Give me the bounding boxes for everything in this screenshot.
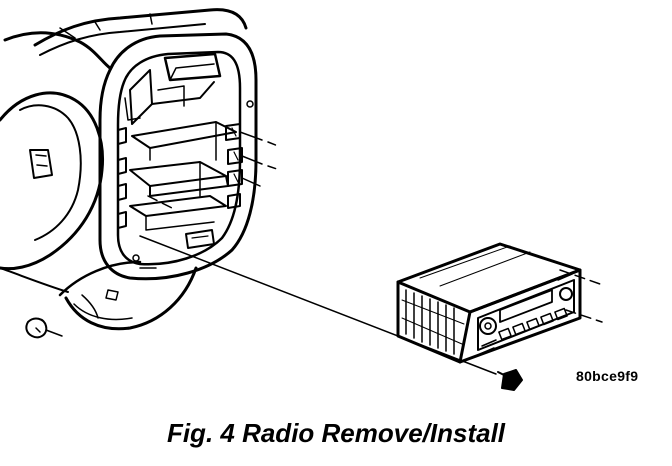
radio-unit (396, 242, 582, 364)
alignment-lines (139, 131, 603, 375)
dash-panel-assembly (0, 8, 258, 339)
mounting-screw (497, 369, 523, 391)
radio-cavity (117, 52, 254, 262)
figure-caption: Fig. 4 Radio Remove/Install (166, 418, 506, 448)
figure-reference-code: 80bce9f9 (576, 368, 639, 384)
